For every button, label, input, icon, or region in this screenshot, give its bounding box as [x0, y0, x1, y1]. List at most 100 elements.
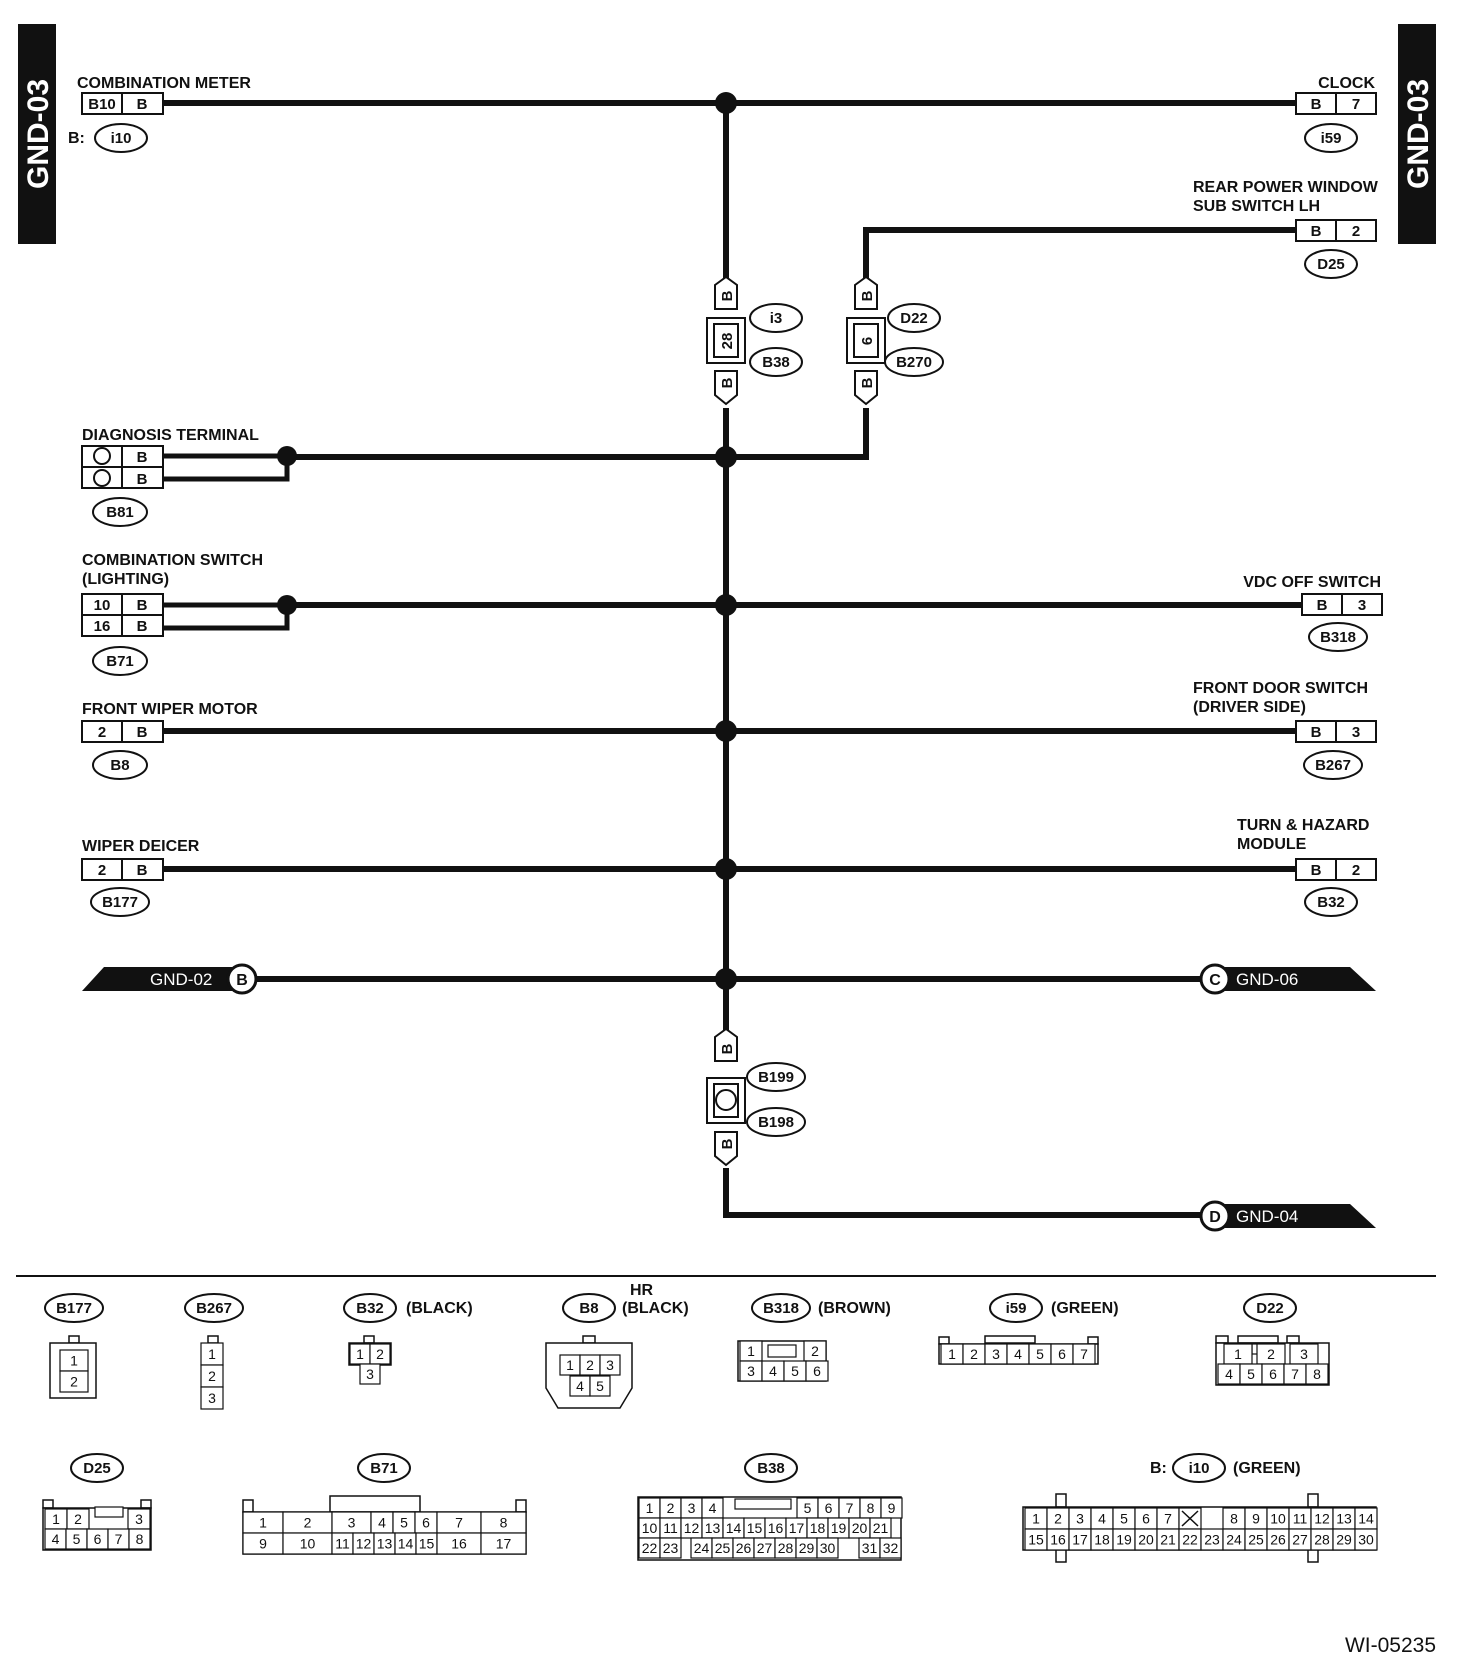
side-tab-right: GND-03: [1398, 24, 1436, 244]
component-label: COMBINATION METER: [77, 75, 251, 92]
connector-latch: [767, 1344, 797, 1358]
pin-cell: [816, 1537, 839, 1559]
pin-number: 11: [1293, 1511, 1308, 1527]
pin-number: 23: [1204, 1532, 1220, 1548]
pin-number: 1: [948, 1346, 956, 1362]
pin-label: 2: [1352, 862, 1360, 879]
wire-color: B: [859, 290, 876, 301]
prefix-label: B:: [1150, 1460, 1167, 1477]
pin-number: 1: [70, 1353, 78, 1369]
pin-number: 2: [586, 1357, 594, 1373]
component-turn-hazard-module: TURN & HAZARD MODULE B 2 B32: [1237, 817, 1377, 917]
pin-number: 17: [1072, 1532, 1088, 1548]
pin-number: 18: [1094, 1532, 1110, 1548]
pin-number: 25: [1248, 1532, 1264, 1548]
pin-number: 4: [1225, 1366, 1233, 1382]
pin-label: 2: [98, 724, 106, 741]
pin-number: 5: [791, 1363, 799, 1379]
offpage-label: GND-04: [1236, 1207, 1298, 1226]
pin-number: 7: [846, 1500, 854, 1516]
offpage-letter: B: [236, 972, 248, 989]
pin-label: B: [137, 724, 148, 741]
pin-label: B: [137, 449, 148, 466]
pin-number: 3: [208, 1390, 216, 1406]
pin-number: 10: [642, 1520, 658, 1536]
pin-number: 3: [747, 1363, 755, 1379]
connector-outline: [329, 1495, 421, 1513]
pin-number: 22: [1182, 1532, 1198, 1548]
pin-number: 30: [1358, 1532, 1374, 1548]
pin-label: 28: [719, 333, 736, 350]
pin-label: B10: [88, 96, 116, 113]
pin-number: 1: [1032, 1511, 1040, 1527]
connector-outline: [984, 1335, 1036, 1344]
pin-number: 15: [1028, 1532, 1044, 1548]
connector-id: i59: [1321, 130, 1342, 147]
pin-number: 6: [1058, 1346, 1066, 1362]
pin-number: 14: [726, 1520, 742, 1536]
pin-number: 29: [1336, 1532, 1352, 1548]
pin-number: 18: [810, 1520, 826, 1536]
connector-outline: [1055, 1548, 1067, 1563]
component-label: CLOCK: [1318, 75, 1375, 92]
detail-header-b318: B318 (BROWN): [751, 1293, 891, 1323]
pin-number: 16: [1050, 1532, 1066, 1548]
pin-number: 3: [135, 1511, 143, 1527]
pin-number: 10: [1270, 1511, 1286, 1527]
connector-color: (GREEN): [1233, 1460, 1301, 1477]
pin-number: 3: [1300, 1346, 1308, 1362]
pin-number: 1: [1234, 1346, 1242, 1362]
connector-id: D22: [1256, 1300, 1284, 1317]
pin-number: 17: [496, 1536, 512, 1552]
pin-label: B: [1317, 597, 1328, 614]
connector-outline: [1237, 1335, 1279, 1344]
pin-number: 5: [804, 1500, 812, 1516]
prefix-label: B:: [68, 130, 85, 147]
detail-header-b71: B71: [357, 1453, 411, 1483]
pin-number: 20: [1138, 1532, 1154, 1548]
pin-cell: [200, 1386, 224, 1410]
pin-number: 32: [883, 1540, 899, 1556]
pin-cell: [659, 1537, 682, 1559]
pin-number: 6: [94, 1531, 102, 1547]
pin-number: 3: [992, 1346, 1000, 1362]
joint-terminal-circle: [715, 1089, 737, 1111]
pin-number: 4: [378, 1515, 386, 1531]
component-combination-meter: COMBINATION METER B10 B B: i10: [68, 75, 251, 153]
offpage-gnd-06: GND-06 C: [1199, 963, 1376, 995]
component-label: (LIGHTING): [82, 571, 169, 588]
detail-header-i59: i59 (GREEN): [989, 1293, 1119, 1323]
pin-number: 1: [356, 1346, 364, 1362]
pin-number: 16: [768, 1520, 784, 1536]
pin-number: 15: [419, 1536, 435, 1552]
detail-header-d22: D22: [1243, 1293, 1297, 1323]
splice-dot: [715, 446, 737, 468]
pin-number: 2: [811, 1343, 819, 1359]
component-label: COMBINATION SWITCH: [82, 552, 263, 569]
offpage-label: GND-02: [150, 970, 212, 989]
connector-id: D25: [83, 1460, 111, 1477]
pin-number: 12: [1314, 1511, 1330, 1527]
pin-number: 13: [705, 1520, 721, 1536]
wires: [163, 100, 1302, 1218]
pin-number: 2: [1054, 1511, 1062, 1527]
pin-label: B: [137, 618, 148, 635]
pin-label: B: [1311, 223, 1322, 240]
connector-id: B8: [110, 757, 129, 774]
connector-id: B71: [370, 1460, 398, 1477]
connector-id: B71: [106, 653, 134, 670]
pin-cell: [1305, 1363, 1329, 1385]
pin-number: 6: [813, 1363, 821, 1379]
pin-number: 5: [1247, 1366, 1255, 1382]
joint-connector-i3-b38: B 28 B i3 B38: [706, 275, 803, 406]
pin-number: 6: [1269, 1366, 1277, 1382]
connector-outline: [1055, 1493, 1067, 1508]
pin-number: 2: [208, 1368, 216, 1384]
pin-cell: [805, 1360, 829, 1382]
component-label: VDC OFF SWITCH: [1243, 574, 1381, 591]
pin-number: 4: [1014, 1346, 1022, 1362]
pin-number: 20: [852, 1520, 868, 1536]
splice-dot: [715, 594, 737, 616]
side-tab-right-label: GND-03: [1402, 79, 1435, 189]
detail-header-b8: B8 HR (BLACK): [562, 1282, 689, 1323]
